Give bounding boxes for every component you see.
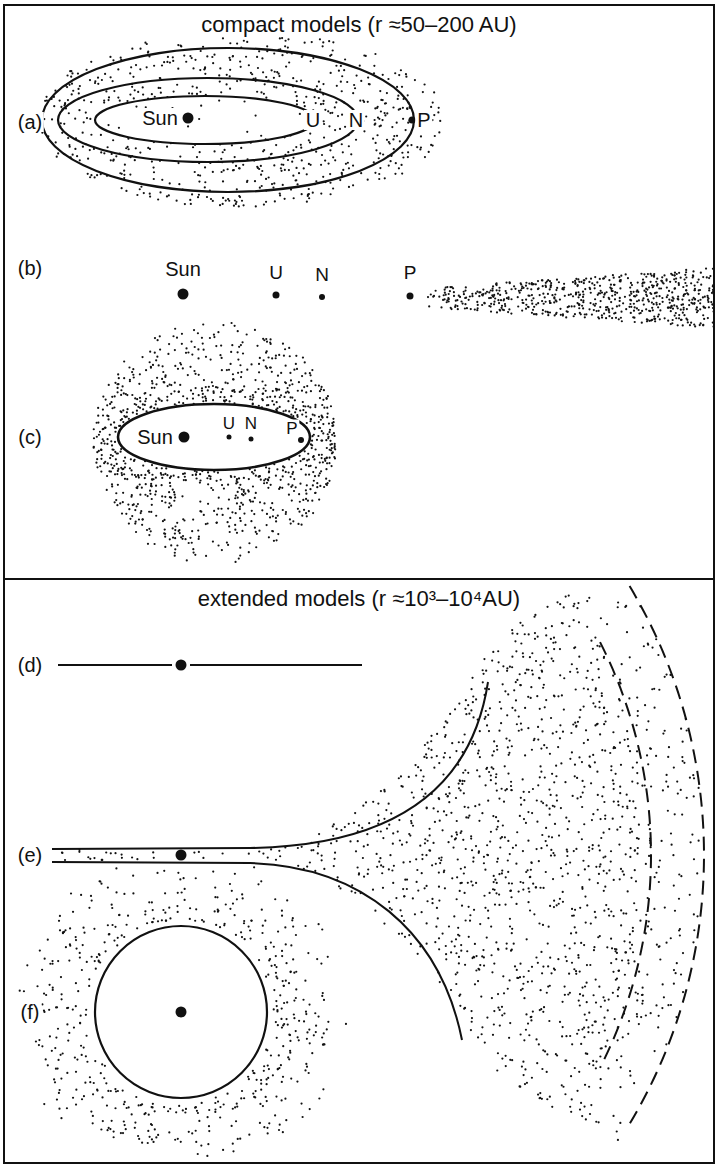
figure: compact models (r ≈50–200 AU)extended mo…: [0, 0, 718, 1168]
